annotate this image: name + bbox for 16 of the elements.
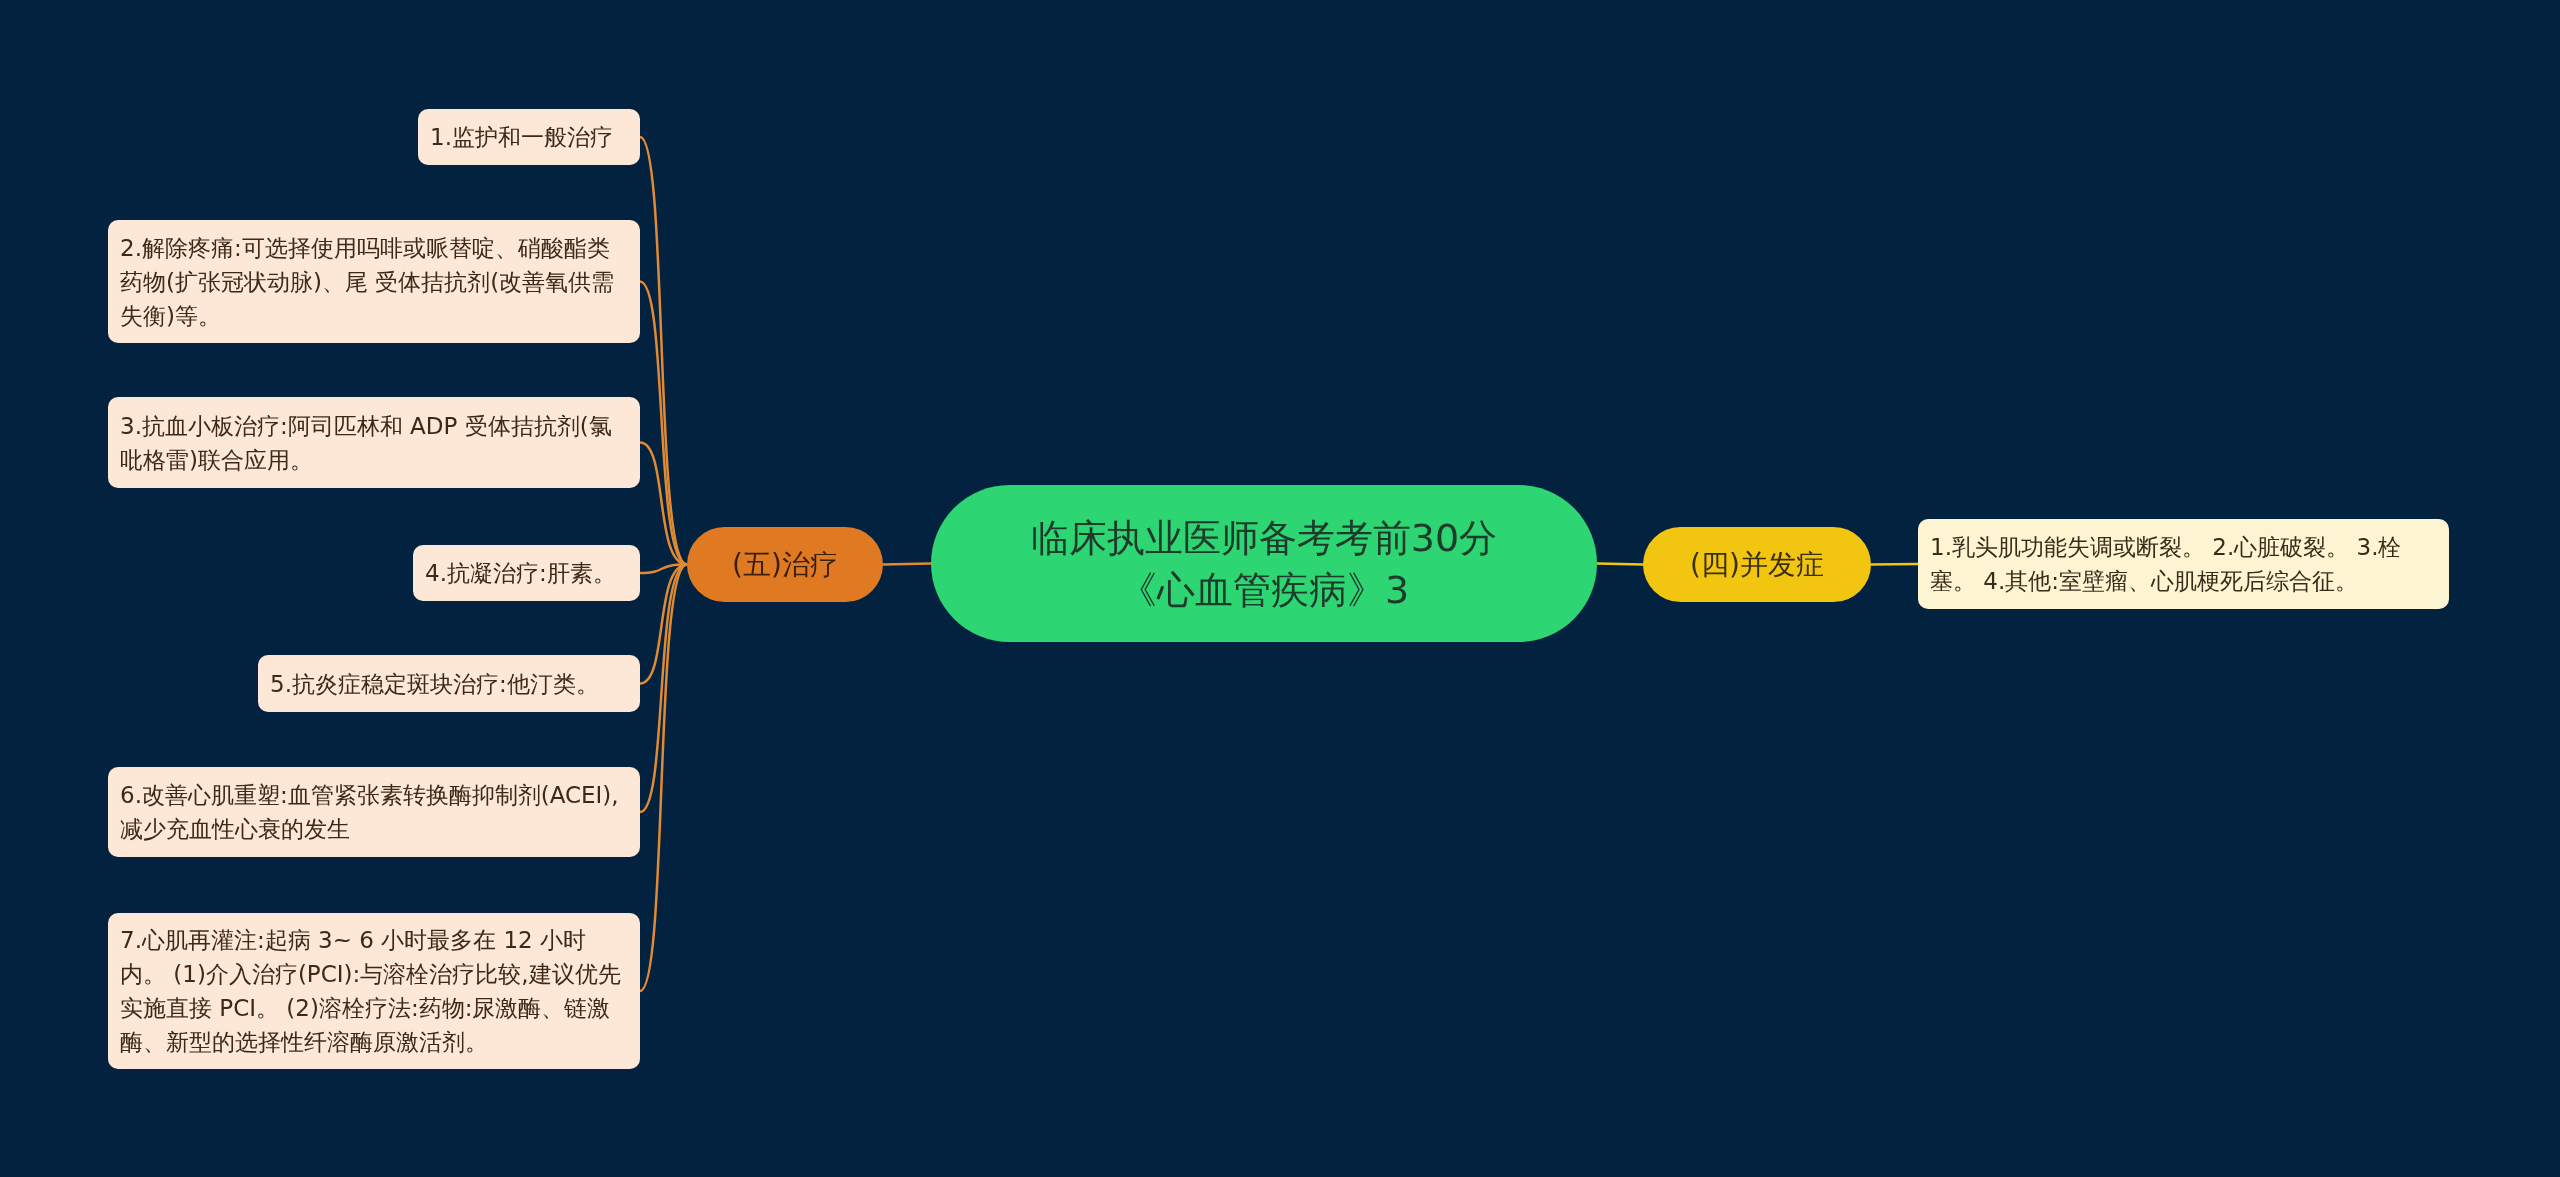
leaf-box: 2.解除疼痛:可选择使用吗啡或哌替啶、硝酸酯类药物(扩张冠状动脉)、尾 受体拮抗剂(改善氧供需失衡)等。 (108, 220, 640, 343)
branch-topic: (五)治疗 (687, 527, 883, 602)
leaf-box: 1.乳头肌功能失调或断裂。 2.心脏破裂。 3.栓塞。 4.其他:室壁瘤、心肌梗死后综合征。 (1918, 519, 2449, 609)
leaf-box: 6.改善心肌重塑:血管紧张素转换酶抑制剂(ACEI),减少充血性心衰的发生 (108, 767, 640, 857)
leaf-box: 5.抗炎症稳定斑块治疗:他汀类。 (258, 655, 640, 712)
leaf-box: 4.抗凝治疗:肝素。 (413, 545, 640, 601)
leaf-box: 1.监护和一般治疗 (418, 109, 640, 165)
connector-line (639, 136, 688, 566)
branch-topic: (四)并发症 (1643, 527, 1871, 602)
connector-line (639, 563, 688, 992)
central-topic: 临床执业医师备考考前30分《心血管疾病》3 (931, 485, 1597, 642)
connector-line (1596, 562, 1644, 566)
leaf-box: 7.心肌再灌注:起病 3~ 6 小时最多在 12 小时内。 (1)介入治疗(PCI):与溶栓治疗比较,建议优先实施直接 PCI。 (2)溶栓疗法:药物:尿激酶、链激酶、新型的选择性纤溶酶原激活剂。 (108, 913, 640, 1069)
connector-line (1871, 562, 1918, 566)
connector-line (882, 562, 932, 566)
leaf-box: 3.抗血小板治疗:阿司匹林和 ADP 受体拮抗剂(氯吡格雷)联合应用。 (108, 397, 640, 488)
